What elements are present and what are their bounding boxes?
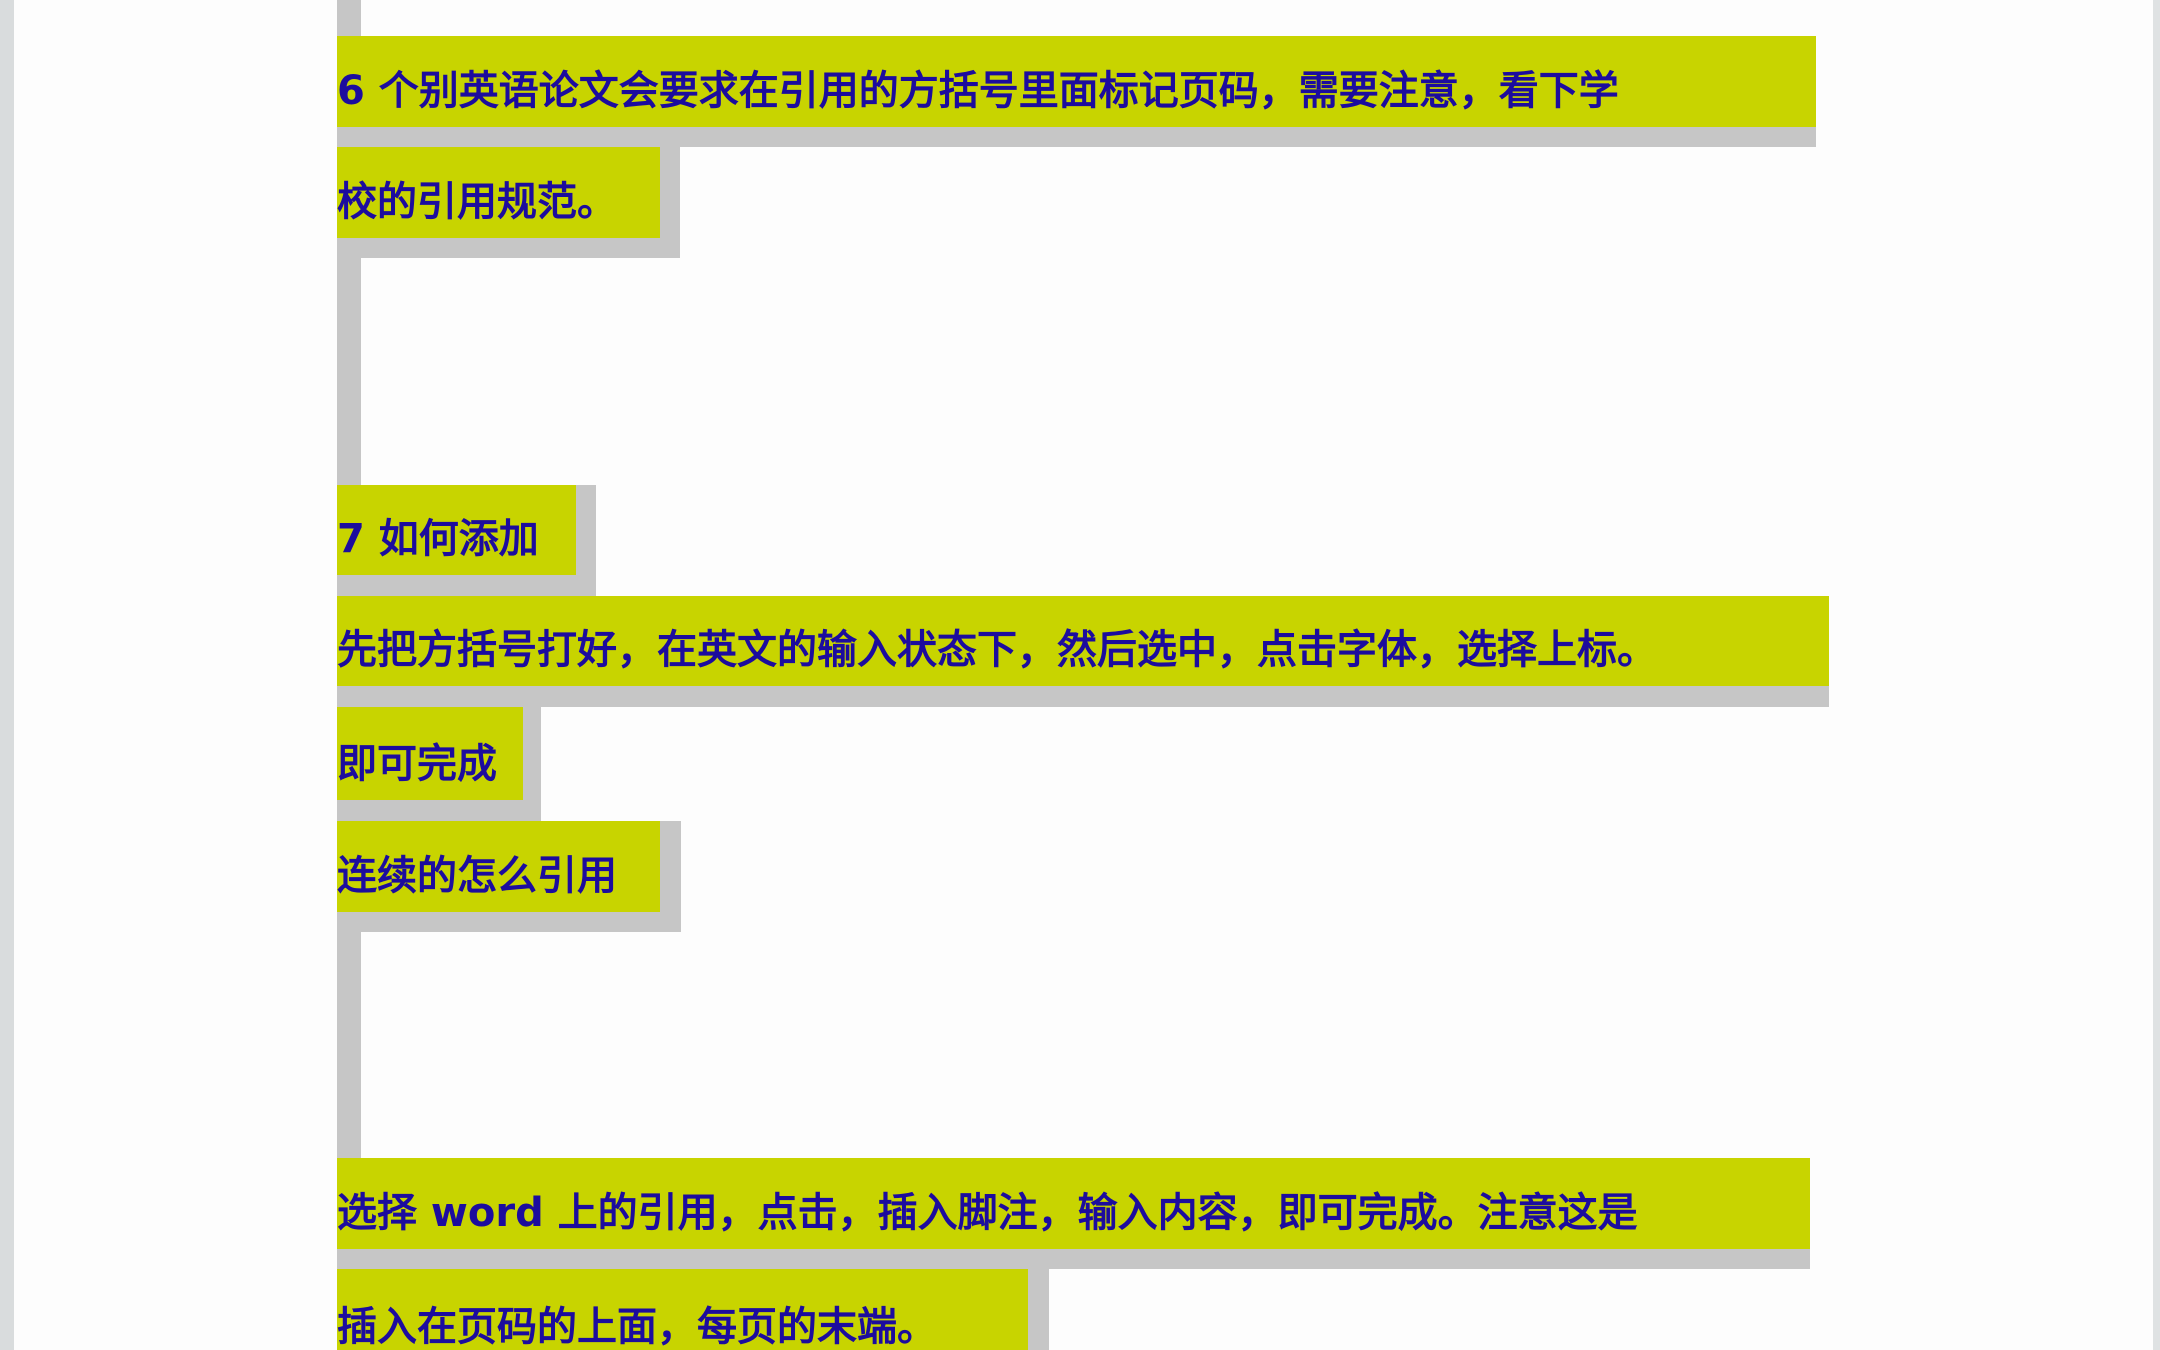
text-line-4[interactable]: 先把方括号打好，在英文的输入状态下，然后选中，点击字体，选择上标。	[337, 596, 1829, 686]
text-line-3[interactable]: 7 如何添加	[337, 485, 576, 575]
text-line-7[interactable]: 选择 word 上的引用，点击，插入脚注，输入内容，即可完成。注意这是	[337, 1158, 1810, 1249]
text-line-5[interactable]: 即可完成	[337, 707, 523, 800]
page-edge-right[interactable]	[2153, 0, 2160, 1350]
text-line-6[interactable]: 连续的怎么引用	[337, 821, 660, 912]
text-line-1[interactable]: 6 个别英语论文会要求在引用的方括号里面标记页码，需要注意，看下学	[337, 36, 1816, 127]
document-page[interactable]: 6 个别英语论文会要求在引用的方括号里面标记页码，需要注意，看下学 校的引用规范…	[14, 0, 2153, 1350]
text-line-2[interactable]: 校的引用规范。	[337, 147, 660, 238]
gap-2	[361, 258, 1821, 485]
gap-1	[361, 0, 1821, 36]
text-line-8[interactable]: 插入在页码的上面，每页的末端。	[337, 1269, 1028, 1350]
gap-3	[361, 932, 1821, 1158]
page-edge-left	[0, 0, 14, 1350]
